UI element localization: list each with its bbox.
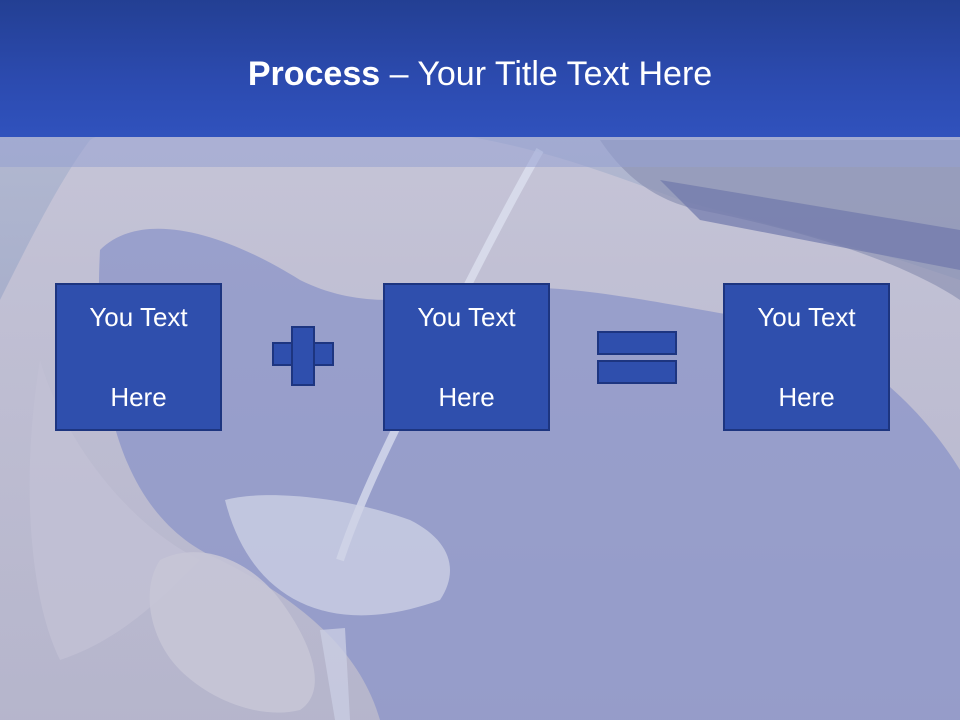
box-line-1: You Text [757,302,856,332]
title-rest: – Your Title Text Here [380,55,713,93]
box-line-2: Here [778,382,835,412]
box-line-1: You Text [89,302,188,332]
slide-title: Process – Your Title Text Here [0,52,960,96]
box-line-2: Here [438,382,495,412]
plus-center [293,344,313,364]
box-line-2: Here [110,382,167,412]
equals-bottom-bar [597,360,677,384]
box-line-1: You Text [417,302,516,332]
title-bar: Process – Your Title Text Here [0,0,960,137]
title-bold: Process [247,55,381,93]
header-strip [0,137,960,167]
equals-top-bar [597,331,677,355]
